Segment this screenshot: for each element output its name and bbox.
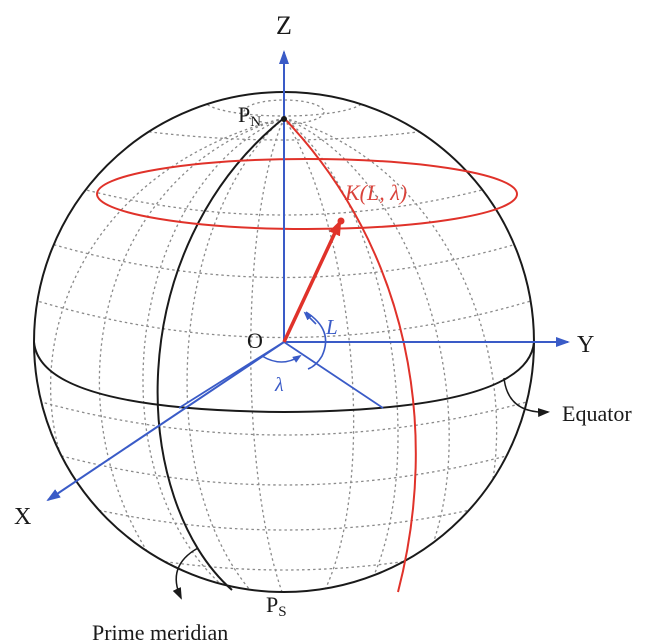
longitude-angle-label: λ [274, 374, 284, 396]
meridian-line [283, 117, 355, 591]
y-axis-label: Y [577, 332, 594, 358]
position-vector [282, 219, 342, 343]
meridian-line [142, 117, 285, 589]
meridian-line [49, 117, 285, 501]
equator-label: Equator [562, 401, 632, 426]
point-k-label: K(L, λ) [344, 180, 407, 205]
latitude-angle-arc [305, 311, 327, 370]
prime-meridian-label: Prime meridian [92, 620, 228, 644]
north-pole-label: PN [238, 102, 261, 130]
south-pole-label: PS [266, 592, 287, 620]
origin-label: O [247, 328, 263, 353]
latitude-angle-label: L [325, 315, 338, 339]
prime-meridian-leader [172, 547, 199, 600]
latitude-angle-arrow [303, 311, 317, 325]
meridian-line [250, 117, 285, 592]
parallel-line [99, 549, 469, 571]
equator-leader [503, 377, 550, 417]
z-axis-label: Z [276, 11, 292, 40]
diagram-labels: Z Y X O PN PS K(L, λ) L λ Equator Prime … [14, 11, 632, 644]
meridian-line [283, 117, 450, 575]
projection-line-k [283, 341, 384, 409]
parallel-line [34, 399, 534, 436]
equator-line [33, 341, 535, 414]
x-axis-label: X [14, 504, 31, 530]
polar-cap-ring [243, 99, 325, 125]
meridian-line [98, 117, 285, 557]
point-meridian-line [283, 117, 417, 593]
parallel-line [55, 499, 513, 531]
meridian-line [186, 117, 285, 591]
graticule-grid [34, 92, 534, 592]
x-axis [46, 341, 285, 502]
prime-meridian-line [156, 117, 285, 591]
point-k [337, 217, 345, 225]
north-pole-point [281, 116, 287, 122]
latitude-circle [96, 158, 518, 230]
projection-line-x [178, 341, 285, 409]
longitude-angle-arc [261, 354, 302, 363]
parallel-line [39, 449, 529, 486]
